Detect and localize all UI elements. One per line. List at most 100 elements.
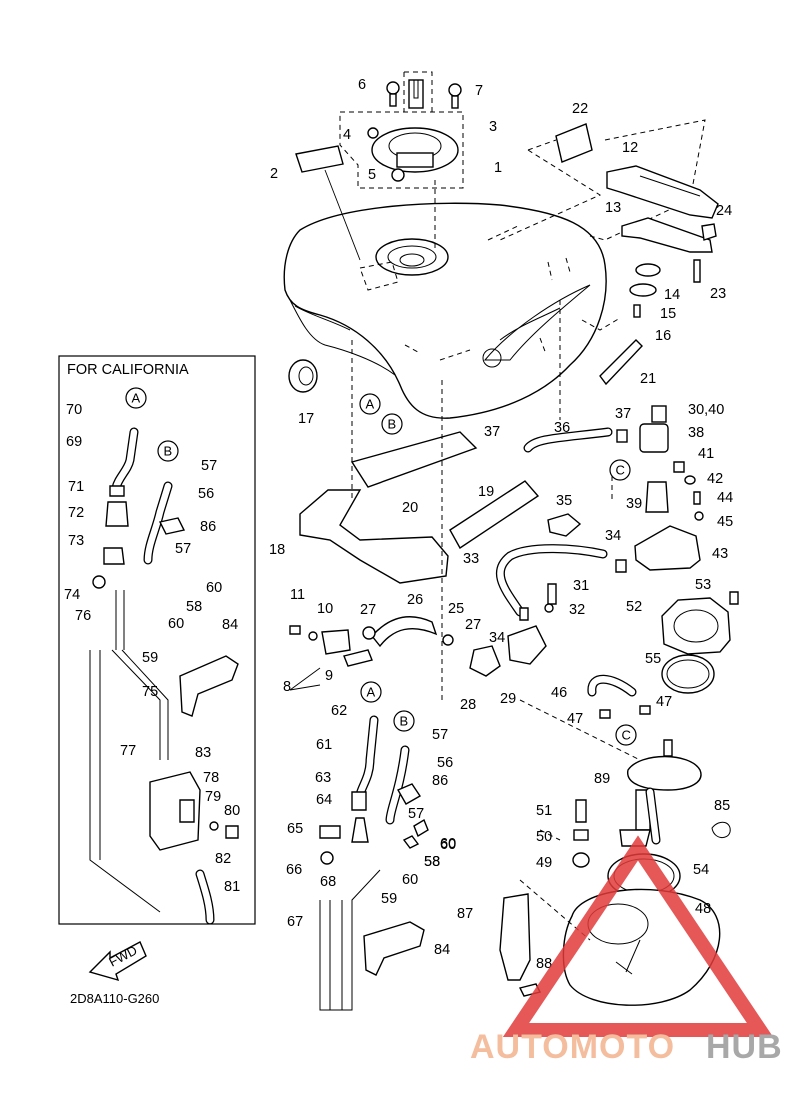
callout-a-2: A [125, 387, 147, 409]
part-13-bracket [621, 217, 713, 253]
part-label-33: 33 [463, 551, 479, 567]
fwd-arrow-icon: FWD [88, 941, 147, 982]
part-label-44: 44 [717, 490, 733, 506]
part-label-66: 66 [286, 862, 302, 878]
part-2-plate [295, 145, 344, 173]
svg-text:B: B [164, 444, 173, 459]
svg-text:B: B [400, 714, 409, 729]
automotohub-watermark: AUTOMOTO HUB [470, 835, 783, 1066]
part-label-52: 52 [626, 599, 642, 615]
part-78-canister [149, 771, 201, 851]
part-label-47: 47 [567, 711, 583, 727]
fuel-tank [283, 202, 607, 419]
part-label-89: 89 [594, 771, 610, 787]
part-17-damper [288, 359, 318, 393]
part-12-cover [606, 165, 719, 219]
part-label-45: 45 [717, 514, 733, 530]
svg-text:A: A [366, 397, 375, 412]
california-box-title: FOR CALIFORNIA [67, 362, 189, 378]
part-label-34: 34 [489, 630, 505, 646]
part-84-bracket-lower [363, 921, 425, 976]
part-label-29: 29 [500, 691, 516, 707]
part-label-81: 81 [224, 879, 240, 895]
part-label-9: 9 [325, 668, 333, 684]
part-89-fuel-pump [627, 755, 702, 791]
part-label-50: 50 [536, 829, 552, 845]
callout-c-7: C [615, 724, 637, 746]
part-29-valve [507, 625, 547, 665]
part-label-51: 51 [536, 803, 552, 819]
part-label-23: 23 [710, 286, 726, 302]
part-label-77: 77 [120, 743, 136, 759]
part-label-65: 65 [287, 821, 303, 837]
part-label-58-repeat: 58 [424, 854, 440, 870]
part-label-35: 35 [556, 493, 572, 509]
part-label-20: 20 [402, 500, 418, 516]
part-label-34-repeat: 34 [605, 528, 621, 544]
part-19-damper [449, 480, 540, 550]
part-22-label [555, 123, 593, 163]
part-38-valve [639, 423, 669, 453]
part-label-71: 71 [68, 479, 84, 495]
callout-a-5: A [360, 681, 382, 703]
part-label-83: 83 [195, 745, 211, 761]
part-49-grommet [572, 852, 590, 868]
part-label-47-repeat: 47 [656, 694, 672, 710]
part-label-3: 3 [489, 119, 497, 135]
part-label-6: 6 [358, 77, 366, 93]
part-label-84: 84 [434, 942, 450, 958]
part-label-19: 19 [478, 484, 494, 500]
fuel-cap-assembly [339, 71, 464, 250]
svg-text:C: C [622, 728, 631, 743]
part-28-valve [469, 645, 501, 677]
part-label-63: 63 [315, 770, 331, 786]
part-label-82: 82 [215, 851, 231, 867]
part-label-49: 49 [536, 855, 552, 871]
part-label-30-40: 30,40 [688, 402, 724, 418]
part-label-21: 21 [640, 371, 656, 387]
part-label-13: 13 [605, 200, 621, 216]
part-label-31: 31 [573, 578, 589, 594]
part-43-bracket [634, 525, 701, 571]
part-label-4: 4 [343, 127, 351, 143]
part-label-22: 22 [572, 101, 588, 117]
part-label-17: 17 [298, 411, 314, 427]
part-label-58-repeat: 58 [186, 599, 202, 615]
part-label-60-repeat: 60 [206, 580, 222, 596]
part-label-62: 62 [331, 703, 347, 719]
watermark-text-part2: HUB [706, 1028, 783, 1066]
part-label-79: 79 [205, 789, 221, 805]
part-label-59: 59 [381, 891, 397, 907]
watermark-triangle [502, 835, 774, 1037]
drawing-code: 2D8A110-G260 [70, 991, 159, 1006]
part-39-valve [645, 481, 669, 513]
part-87-bracket [499, 893, 531, 981]
part-84-bracket-upper [179, 655, 239, 717]
part-label-87: 87 [457, 906, 473, 922]
part-label-56-repeat: 56 [198, 486, 214, 502]
part-label-84-repeat: 84 [222, 617, 238, 633]
part-label-68: 68 [320, 874, 336, 890]
part-label-72: 72 [68, 505, 84, 521]
part-35-clamp [547, 513, 582, 537]
part-label-88: 88 [536, 956, 552, 972]
part-20-damper [350, 431, 478, 488]
callout-b-6: B [393, 710, 415, 732]
part-label-78: 78 [203, 770, 219, 786]
part-label-5: 5 [368, 167, 376, 183]
part-label-27-repeat: 27 [465, 617, 481, 633]
part-label-32: 32 [569, 602, 585, 618]
callout-b-1: B [381, 413, 403, 435]
part-label-2: 2 [270, 166, 278, 182]
part-label-75: 75 [142, 684, 158, 700]
part-label-70: 70 [66, 402, 82, 418]
part-label-60-repeat: 60 [402, 872, 418, 888]
svg-text:B: B [388, 417, 397, 432]
part-label-86-repeat: 86 [200, 519, 216, 535]
part-label-60-repeat: 60 [168, 616, 184, 632]
part-label-80: 80 [224, 803, 240, 819]
part-55-gasket [661, 654, 715, 694]
part-label-14: 14 [664, 287, 680, 303]
